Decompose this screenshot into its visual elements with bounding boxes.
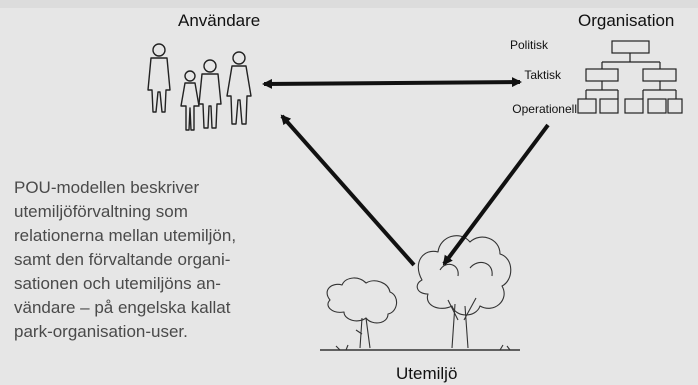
org-level-tactical: Taktisk [524, 68, 561, 82]
caption-line: utemiljöförvaltning som [14, 202, 188, 221]
caption-line: vändare – på engelska kallat [14, 298, 231, 317]
arrow-org-env [442, 123, 550, 266]
users-label: Användare [178, 11, 261, 30]
top-strip [0, 0, 698, 8]
environment-label: Utemiljö [396, 364, 458, 383]
caption-line: park-organisation-user. [14, 322, 188, 341]
caption-line: sationen och utemiljöns an- [14, 274, 221, 293]
org-chart-icon [577, 40, 683, 114]
caption-line: POU-modellen beskriver [14, 178, 200, 197]
org-level-political: Politisk [509, 38, 548, 52]
caption-line: samt den förvaltande organi- [14, 250, 231, 269]
caption-text: POU-modellen beskriver utemiljöförvaltni… [14, 176, 314, 344]
org-level-operational: Operationell [512, 102, 577, 116]
trees-icon [320, 235, 520, 351]
arrow-env-users [280, 114, 416, 267]
people-icon [147, 43, 252, 131]
caption-line: relationerna mellan utemiljön, [14, 226, 237, 245]
relation-arrows [262, 77, 550, 267]
organisation-label: Organisation [578, 11, 675, 30]
arrow-users-org [262, 77, 522, 89]
